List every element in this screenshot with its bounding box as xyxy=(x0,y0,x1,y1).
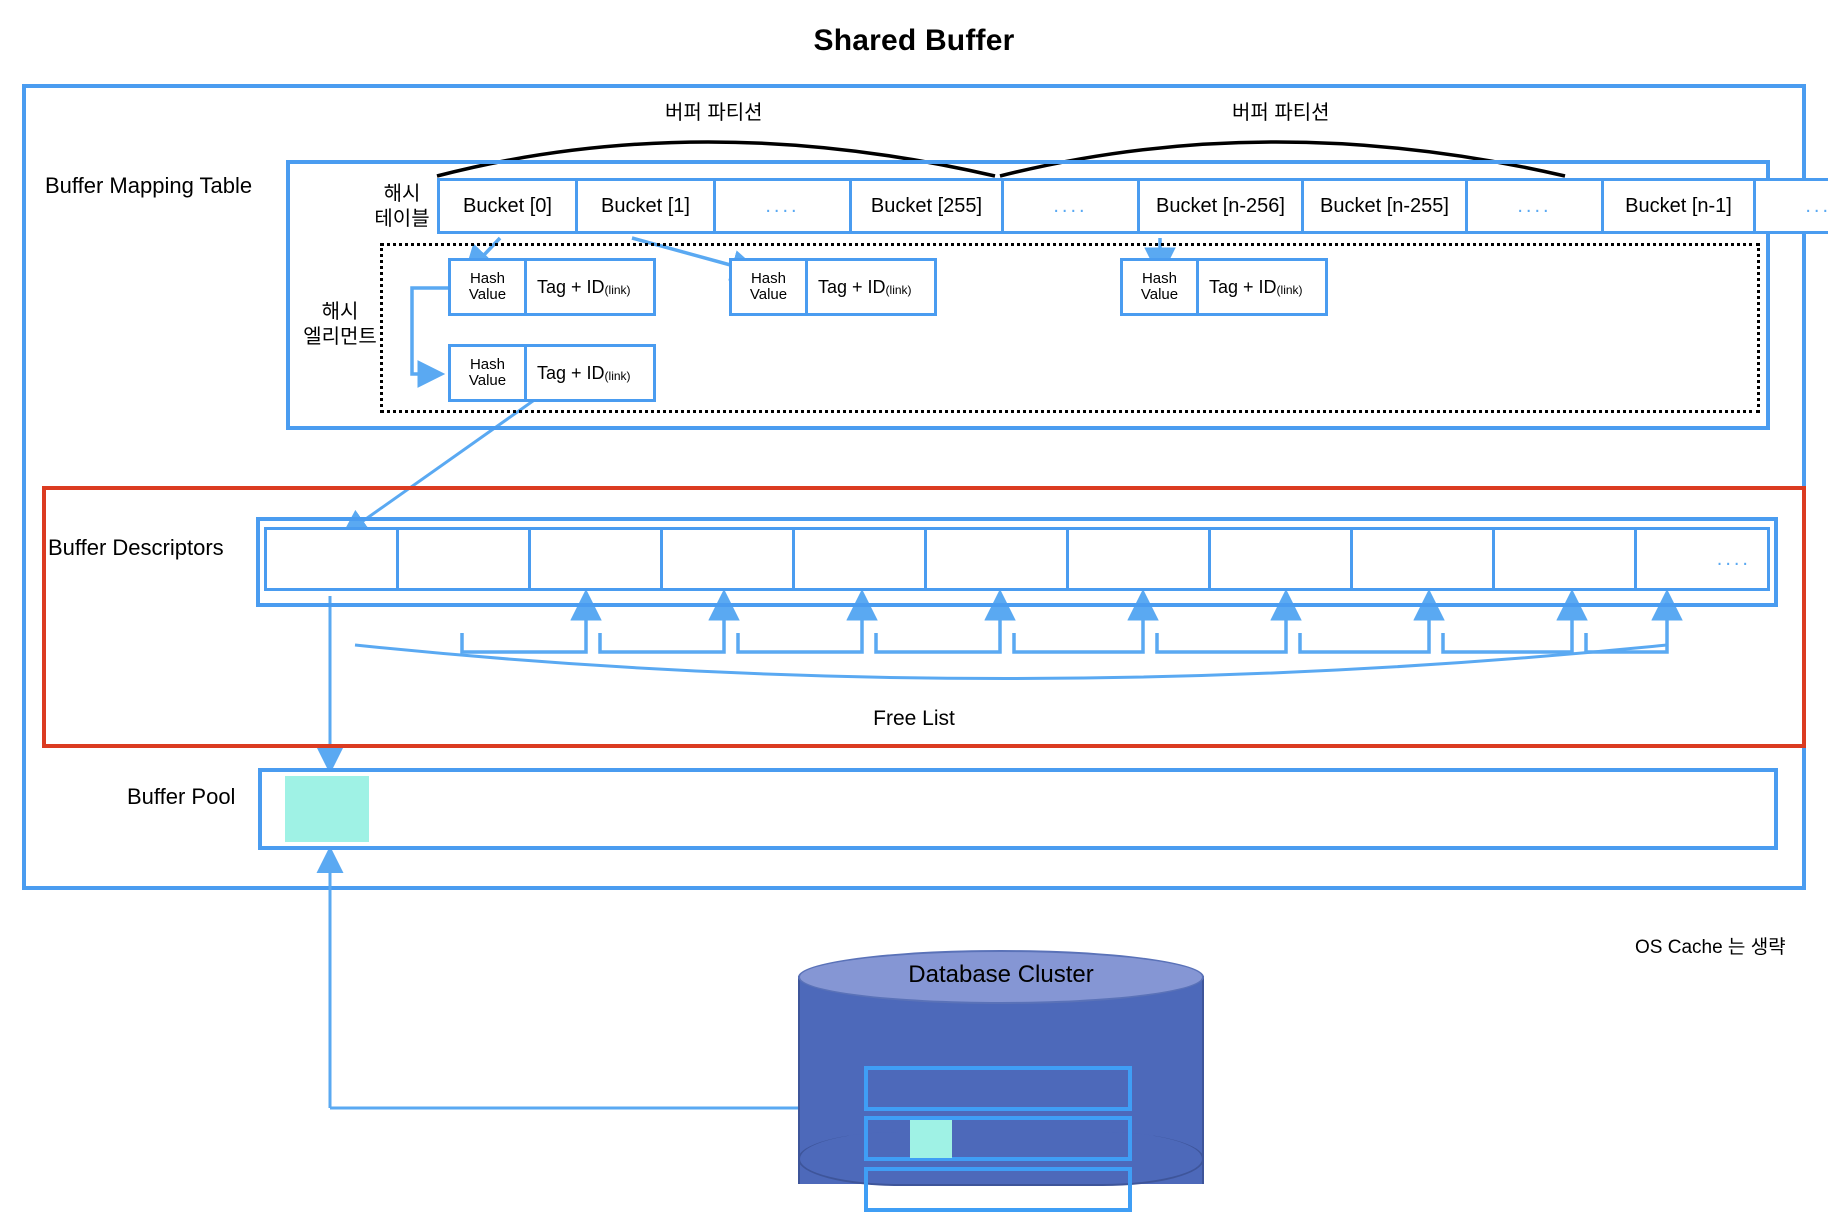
tag-id-text: Tag + ID xyxy=(1209,276,1277,297)
buffer-descriptors-row: .... xyxy=(264,527,1770,591)
buffer-descriptor-cell xyxy=(795,530,927,588)
bucket-cell: Bucket [255] xyxy=(852,181,1004,231)
buffer-descriptor-cell: .... xyxy=(1637,530,1767,588)
tag-id-text: Tag + ID xyxy=(537,276,605,297)
tag-id-cell: Tag + ID(link) xyxy=(1199,261,1313,313)
bucket-ellipsis: .... xyxy=(1756,181,1828,231)
buffer-mapping-table-label: Buffer Mapping Table xyxy=(45,173,253,198)
buffer-descriptor-cell xyxy=(267,530,399,588)
partition-label-left: 버퍼 파티션 xyxy=(665,102,763,124)
page-title: Shared Buffer xyxy=(813,24,1015,57)
buffer-descriptor-cell xyxy=(663,530,795,588)
buffer-descriptor-cell xyxy=(1495,530,1637,588)
buffer-mapping-table-frame xyxy=(286,160,1770,430)
database-cluster: Database Cluster xyxy=(798,950,1204,1212)
bucket-cell: Bucket [n-256] xyxy=(1140,181,1304,231)
buffer-descriptors-outer-box xyxy=(256,517,1778,607)
tag-id-text: Tag + ID xyxy=(537,362,605,383)
bucket-cell: Bucket [n-255] xyxy=(1304,181,1468,231)
buffer-descriptor-cell xyxy=(927,530,1069,588)
tag-id-subscript: (link) xyxy=(885,283,912,297)
buffer-descriptor-cell xyxy=(399,530,531,588)
tag-id-cell: Tag + ID(link) xyxy=(527,347,641,399)
hash-bucket-strip: Bucket [0]Bucket [1]....Bucket [255]....… xyxy=(437,178,1828,234)
bucket-ellipsis: .... xyxy=(1004,181,1140,231)
tag-id-subscript: (link) xyxy=(1276,283,1303,297)
tag-id-cell: Tag + ID(link) xyxy=(527,261,641,313)
bucket-cell: Bucket [n-1] xyxy=(1604,181,1756,231)
db-page-block xyxy=(910,1120,952,1158)
db-cylinder-top xyxy=(798,950,1204,1004)
free-list-label: Free List xyxy=(873,707,955,730)
tag-id-cell: Tag + ID(link) xyxy=(808,261,922,313)
db-slot xyxy=(864,1167,1132,1212)
tag-id-subscript: (link) xyxy=(604,369,631,383)
bucket-cell: Bucket [1] xyxy=(578,181,716,231)
buffer-descriptors-frame xyxy=(42,486,1806,748)
db-slot xyxy=(864,1116,1132,1161)
buffer-descriptors-label: Buffer Descriptors xyxy=(48,535,224,560)
buffer-descriptor-cell xyxy=(1069,530,1211,588)
database-cluster-label: Database Cluster xyxy=(908,961,1094,988)
os-cache-note: OS Cache 는 생략 xyxy=(1635,937,1786,958)
buffer-descriptor-cell xyxy=(1353,530,1495,588)
buffer-pool-page xyxy=(285,776,369,842)
bucket-cell: Bucket [0] xyxy=(440,181,578,231)
bucket-ellipsis: .... xyxy=(1468,181,1604,231)
buffer-pool-frame xyxy=(258,768,1778,850)
partition-label-right: 버퍼 파티션 xyxy=(1232,102,1330,124)
tag-id-subscript: (link) xyxy=(604,283,631,297)
tag-id-text: Tag + ID xyxy=(818,276,886,297)
buffer-descriptor-cell xyxy=(1211,530,1353,588)
buffer-pool-label: Buffer Pool xyxy=(127,784,236,809)
buffer-descriptor-cell xyxy=(531,530,663,588)
hash-element-container xyxy=(380,243,1760,413)
descriptor-ellipsis: .... xyxy=(1716,547,1751,570)
db-slot xyxy=(864,1066,1132,1111)
bucket-ellipsis: .... xyxy=(716,181,852,231)
